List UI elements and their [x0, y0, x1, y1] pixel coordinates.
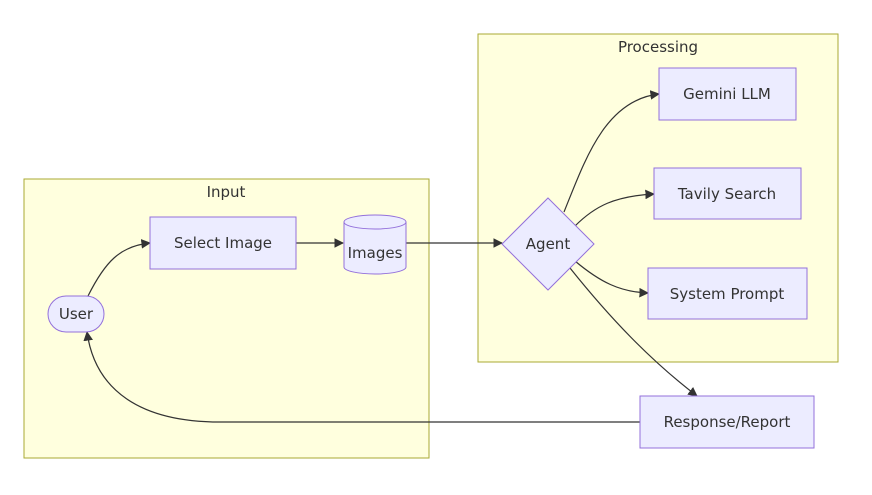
edge-user-to-select-image [87, 239, 151, 297]
edge-agent-to-response [569, 267, 698, 397]
cluster-input-label: Input [207, 183, 246, 201]
cluster-processing-label: Processing [618, 38, 698, 56]
response-shape [639, 395, 815, 449]
gemini-shape [658, 67, 797, 121]
user-shape [47, 295, 105, 333]
images-cylinder-body [343, 222, 407, 275]
edge-agent-to-gemini [563, 90, 660, 213]
node-user: User [47, 295, 105, 333]
node-response: Response/Report [639, 395, 815, 449]
images-label: Images [348, 244, 403, 262]
tavily-label: Tavily Search [677, 185, 776, 203]
edge-response-to-user [83, 331, 640, 423]
images-cylinder-top [343, 214, 407, 230]
gemini-label: Gemini LLM [683, 85, 771, 103]
node-select-image: Select Image [149, 216, 297, 270]
edge-agent-to-system-prompt [574, 260, 649, 298]
edge-agent-to-tavily [574, 189, 655, 227]
tavily-shape [653, 167, 802, 220]
system-prompt-shape [647, 267, 808, 320]
system-prompt-label: System Prompt [670, 285, 785, 303]
node-images: Images [343, 214, 407, 275]
select-image-shape [149, 216, 297, 270]
agent-label: Agent [526, 235, 571, 253]
user-label: User [59, 305, 94, 323]
agent-diamond [501, 197, 595, 291]
select-image-label: Select Image [174, 234, 272, 252]
node-gemini: Gemini LLM [658, 67, 797, 121]
node-agent: Agent [501, 197, 595, 291]
node-tavily: Tavily Search [653, 167, 802, 220]
response-label: Response/Report [664, 413, 791, 431]
node-system-prompt: System Prompt [647, 267, 808, 320]
